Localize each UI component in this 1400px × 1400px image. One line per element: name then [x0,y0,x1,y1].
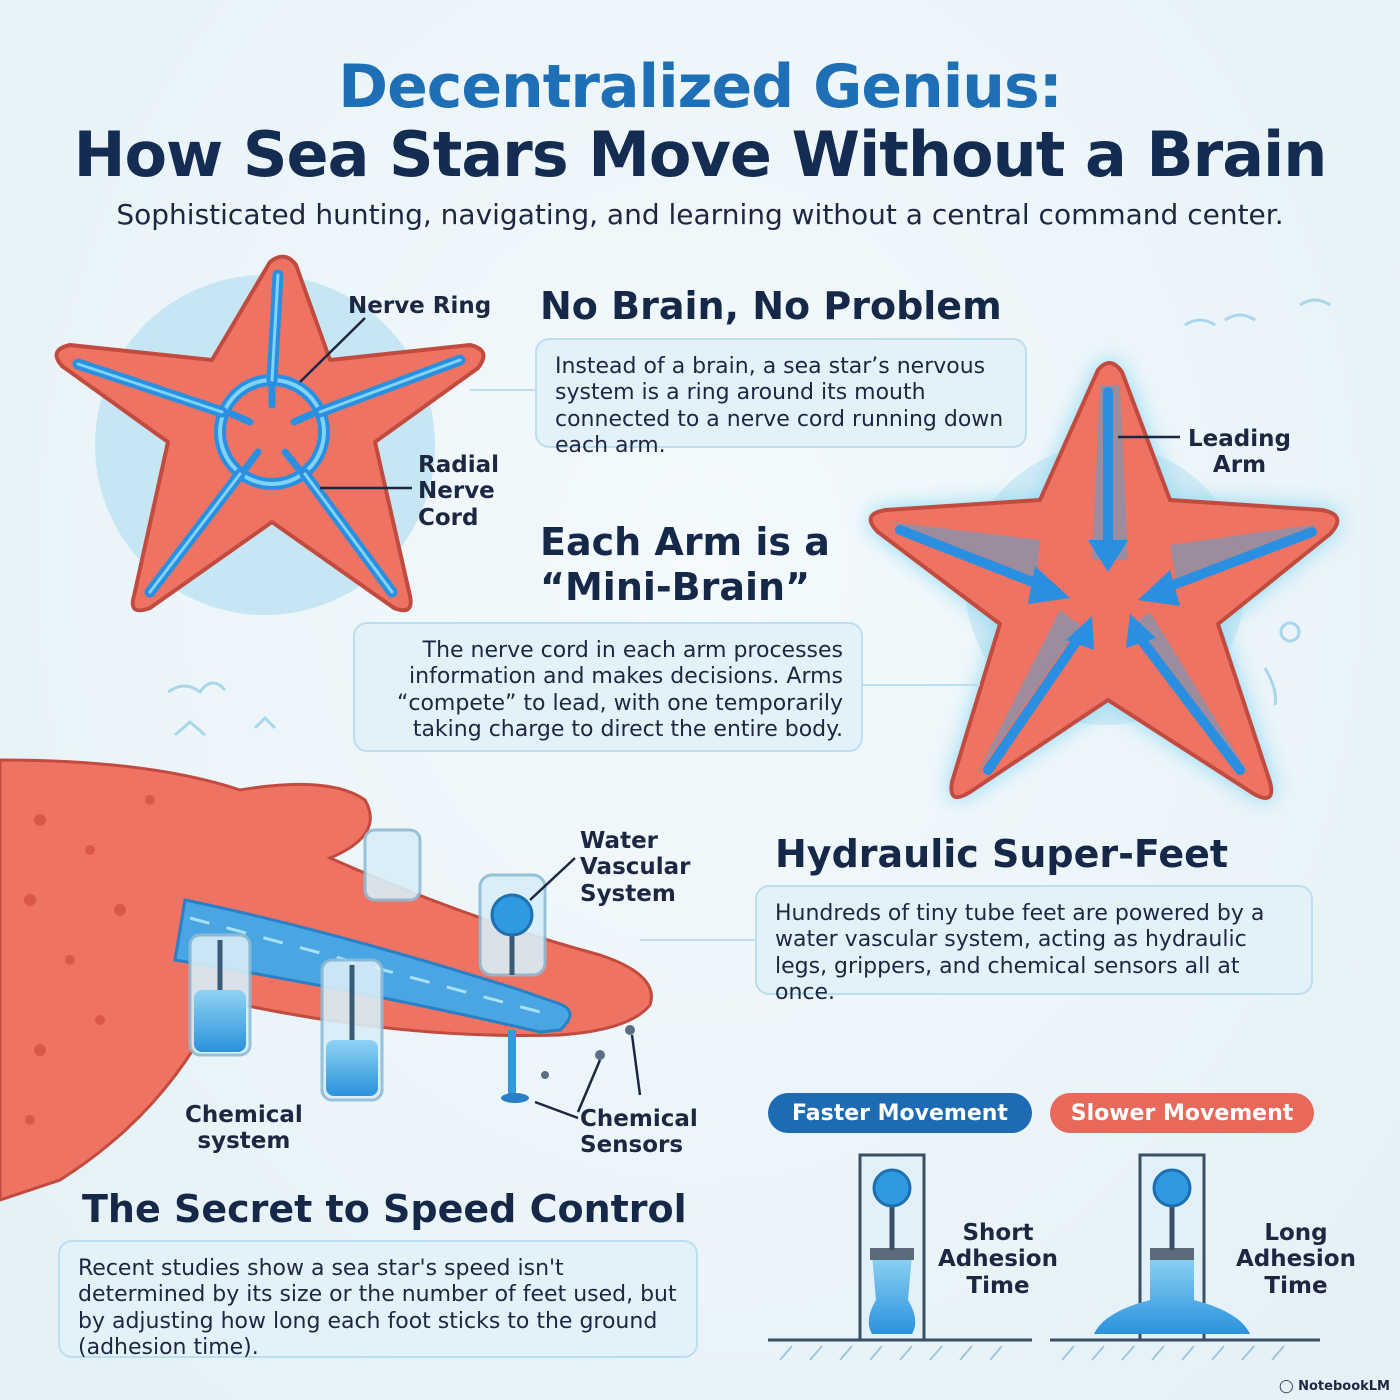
label-short-adhesion-line-3: Time [966,1272,1030,1299]
sea-star-leading-arm [868,361,1340,800]
label-short-adhesion: Short Adhesion Time [938,1220,1058,1299]
adhesion-long-diagram [1050,1153,1320,1361]
label-chemical-system: Chemical system [185,1102,303,1155]
label-chemical-sensors-line-2: Sensors [580,1132,684,1159]
text-box-super-feet: Hundreds of tiny tube feet are powered b… [755,885,1313,1005]
adhesion-short-diagram [768,1153,1032,1361]
label-radial-nerve-cord-line-1: Radial [418,452,499,478]
label-radial-nerve-cord: Radial Nerve Cord [418,452,499,531]
label-leading-arm-line-2: Arm [1212,452,1267,479]
text-super-feet: Hundreds of tiny tube feet are powered b… [775,901,1265,1006]
label-chemical-sensors: Chemical Sensors [580,1106,698,1159]
label-chemical-system-line-2: system [197,1128,291,1155]
title-line-2: How Sea Stars Move Without a Brain [73,118,1328,191]
heading-speed-control: The Secret to Speed Control [82,1187,687,1231]
label-long-adhesion: Long Adhesion Time [1236,1220,1356,1299]
label-leading-arm: Leading Arm [1188,426,1291,479]
pill-faster-movement: Faster Movement [768,1093,1032,1133]
label-water-vascular-line-3: System [580,880,676,907]
tube-feet-cross-section [0,758,653,1202]
text-mini-brain: The nerve cord in each arm processes inf… [396,638,843,743]
label-long-adhesion-line-1: Long [1264,1220,1328,1246]
heading-mini-brain-line-2: “Mini-Brain” [540,564,811,609]
title-line-1: Decentralized Genius: [338,52,1062,122]
heading-mini-brain-line-1: Each Arm is a [540,520,830,564]
heading-mini-brain: Each Arm is a “Mini-Brain” [540,520,830,610]
label-long-adhesion-line-3: Time [1264,1272,1328,1299]
label-chemical-sensors-line-1: Chemical [580,1106,698,1132]
text-speed-control: Recent studies show a sea star's speed i… [78,1256,677,1361]
credit: ◯ NotebookLM [1279,1379,1390,1394]
label-water-vascular-line-2: Vascular [580,854,691,881]
decorative-waves [167,298,1331,737]
label-short-adhesion-line-1: Short [962,1220,1034,1246]
text-box-mini-brain: The nerve cord in each arm processes inf… [353,622,863,752]
text-box-speed-control: Recent studies show a sea star's speed i… [58,1240,698,1361]
label-radial-nerve-cord-line-3: Cord [418,504,479,531]
notebooklm-logo-icon: ◯ [1279,1379,1294,1394]
heading-no-brain: No Brain, No Problem [540,284,1002,328]
label-chemical-system-line-1: Chemical [185,1102,303,1128]
sea-star-anatomy [54,254,486,613]
subtitle: Sophisticated hunting, navigating, and l… [116,198,1284,231]
pill-slower-movement: Slower Movement [1050,1093,1314,1133]
label-water-vascular-system: Water Vascular System [580,828,691,907]
text-no-brain: Instead of a brain, a sea star’s nervous… [555,354,1004,459]
label-long-adhesion-line-2: Adhesion [1236,1246,1356,1273]
label-leading-arm-line-1: Leading [1188,426,1291,452]
label-nerve-ring: Nerve Ring [348,293,492,319]
label-water-vascular-line-1: Water [580,828,659,854]
label-radial-nerve-cord-line-2: Nerve [418,478,495,505]
text-box-no-brain: Instead of a brain, a sea star’s nervous… [535,338,1027,458]
heading-super-feet: Hydraulic Super-Feet [775,832,1229,876]
label-short-adhesion-line-2: Adhesion [938,1246,1058,1273]
credit-text: NotebookLM [1298,1379,1390,1394]
